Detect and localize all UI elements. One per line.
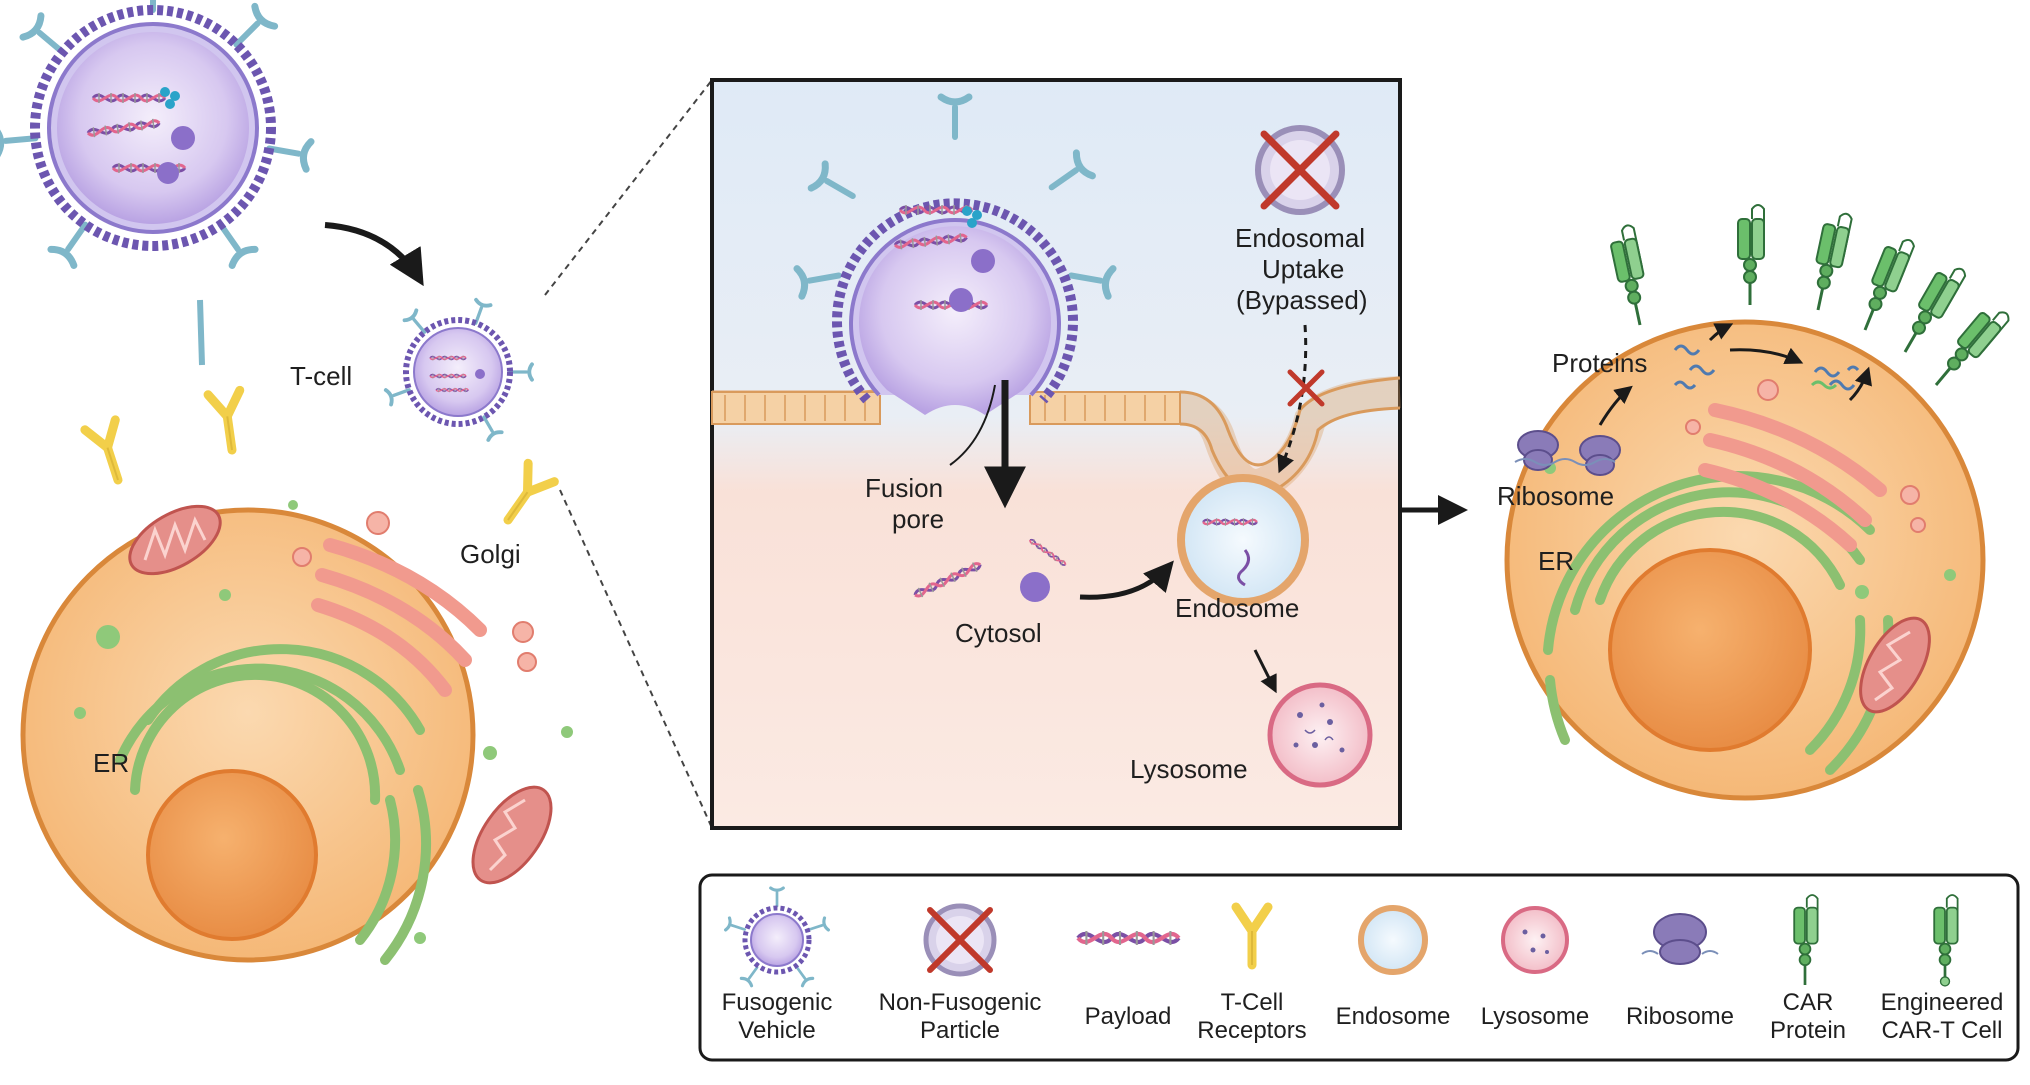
car-t-cell-right xyxy=(1504,203,2013,801)
non-fusogenic-particle xyxy=(1255,125,1345,215)
engineered-car-t-cell-icon xyxy=(1932,893,1959,987)
legend-label: Particle xyxy=(920,1017,1000,1044)
t-cell-receptor-icon xyxy=(495,463,554,529)
cytosol-payload xyxy=(911,536,1069,602)
label-er-right: ER xyxy=(1538,546,1574,576)
ribosome-icon xyxy=(1641,913,1719,965)
label-uptake: Uptake xyxy=(1262,254,1344,284)
label-pore: pore xyxy=(892,504,944,534)
legend-label: Engineered xyxy=(1881,989,2004,1016)
legend-label: CAR xyxy=(1783,989,1834,1016)
legend: Fusogenic Vehicle Non-Fusogenic Particle… xyxy=(698,873,2020,1062)
inset-panel: Fusion pore Cytosol Endosome Lys xyxy=(710,78,1402,830)
label-lysosome: Lysosome xyxy=(1130,754,1248,784)
fusogenic-vehicle-icon xyxy=(724,886,830,988)
t-cell-left xyxy=(20,390,573,965)
legend-label: Payload xyxy=(1085,1003,1172,1030)
legend-label: Endosome xyxy=(1336,1003,1451,1030)
label-fusion: Fusion xyxy=(865,473,943,503)
label-t-cell: T-cell xyxy=(290,361,352,391)
proteins xyxy=(1673,344,1860,391)
label-endosome: Endosome xyxy=(1175,593,1299,623)
mitochondrion-3 xyxy=(1859,616,1931,714)
golgi-right xyxy=(1698,403,1887,552)
car-protein-icon xyxy=(1804,208,1854,315)
label-er-left: ER xyxy=(93,748,129,778)
legend-label: Vehicle xyxy=(738,1017,815,1044)
legend-label: Protein xyxy=(1770,1017,1846,1044)
lysosome xyxy=(1267,682,1373,788)
endosome xyxy=(1177,474,1309,606)
blocked-x-icon xyxy=(1287,369,1325,407)
label-bypassed: (Bypassed) xyxy=(1236,285,1368,315)
car-protein-icon xyxy=(1852,231,1917,337)
fusogenic-vehicle-small xyxy=(383,297,534,442)
non-fusogenic-particle-icon xyxy=(923,903,997,977)
endosome-icon xyxy=(1358,905,1428,975)
fusogenic-vehicle-large xyxy=(0,0,311,366)
legend-label: Non-Fusogenic xyxy=(879,989,1042,1016)
label-proteins: Proteins xyxy=(1552,348,1647,378)
legend-label: Ribosome xyxy=(1626,1003,1734,1030)
t-cell-receptor-icon xyxy=(85,420,133,485)
mitochondrion-2 xyxy=(471,785,553,885)
legend-label: Lysosome xyxy=(1481,1003,1590,1030)
lysosome-icon xyxy=(1501,906,1569,974)
label-endosomal: Endosomal xyxy=(1235,223,1365,253)
car-protein-icon xyxy=(1605,222,1656,329)
er-left xyxy=(115,644,432,965)
legend-label: Receptors xyxy=(1197,1017,1306,1044)
legend-label: Fusogenic xyxy=(722,989,833,1016)
label-golgi-left: Golgi xyxy=(460,539,521,569)
label-ribosome: Ribosome xyxy=(1497,481,1614,511)
fusing-vehicle xyxy=(797,97,1113,415)
car-protein-icon xyxy=(1893,257,1969,361)
golgi-left xyxy=(311,538,487,697)
car-protein-icon xyxy=(1736,203,1766,307)
mitochondrion-1 xyxy=(128,504,222,576)
legend-label: CAR-T Cell xyxy=(1882,1017,2003,1044)
legend-label: T-Cell xyxy=(1221,989,1284,1016)
label-cytosol: Cytosol xyxy=(955,618,1042,648)
t-cell-receptor-icon xyxy=(208,390,248,452)
